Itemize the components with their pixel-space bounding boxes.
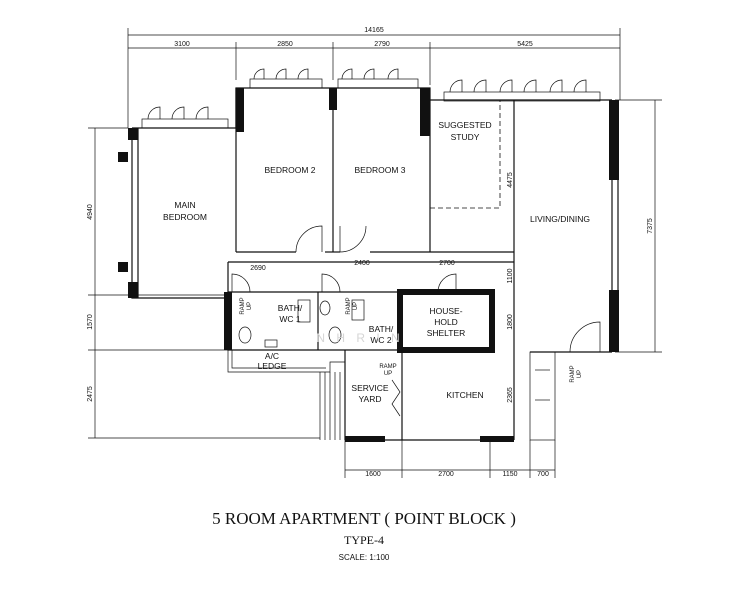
plan-title: 5 ROOM APARTMENT ( POINT BLOCK ): [212, 509, 516, 528]
ramp-label-bath1-b: UP: [247, 302, 253, 310]
dim-2365: 2365: [507, 387, 514, 403]
ramp-label-bath2-b: UP: [353, 302, 359, 310]
label-bath-1-b: WC 1: [279, 314, 301, 324]
ramp-label-bath1-a: RAMP: [240, 297, 246, 314]
left-dimension-chain: 4940 1570 2475: [87, 127, 320, 439]
columns: [118, 88, 619, 442]
plan-scale: SCALE: 1:100: [339, 553, 390, 562]
label-shelter-3: SHELTER: [427, 328, 466, 338]
ramp-label-yard-b: UP: [384, 371, 392, 377]
label-ac-ledge-2: LEDGE: [258, 361, 287, 371]
dim-overall-top: 14165: [364, 27, 384, 34]
inner-dimensions: 2690 2400 2700 1100 1800 2365 4475: [250, 172, 514, 403]
label-bath-1-a: BATH/: [278, 303, 303, 313]
watermark: N H R I N: [316, 331, 403, 345]
label-bedroom-3: BEDROOM 3: [354, 165, 405, 175]
doors: [231, 225, 601, 417]
label-service-yard-1: SERVICE: [351, 383, 388, 393]
right-dimension-chain: 7375: [615, 99, 662, 353]
fixtures: [238, 299, 365, 348]
bottom-dimension-chain: 1600 2700 1150 700: [344, 440, 556, 478]
room-labels: MAIN BEDROOM BEDROOM 2 BEDROOM 3 SUGGEST…: [163, 120, 590, 404]
dim-2690: 2690: [250, 265, 266, 272]
label-living-dining: LIVING/DINING: [530, 214, 590, 224]
label-bath-2-a: BATH/: [369, 324, 394, 334]
label-service-yard-2: YARD: [359, 394, 382, 404]
dim-top-4: 5425: [517, 41, 533, 48]
label-study-2: STUDY: [451, 132, 480, 142]
label-bath-2-b: WC 2: [370, 335, 392, 345]
label-main-bedroom-1: MAIN: [174, 200, 195, 210]
ramp-label-entrance-b: UP: [577, 370, 583, 378]
dim-bottom-1: 1600: [365, 471, 381, 478]
ramp-label-bath2-a: RAMP: [346, 297, 352, 314]
dim-1100: 1100: [507, 268, 514, 283]
dim-left-1: 4940: [87, 204, 94, 220]
dim-bottom-2: 2700: [438, 471, 454, 478]
dim-bottom-4: 700: [537, 471, 549, 478]
dim-top-2: 2850: [277, 41, 293, 48]
dim-1800: 1800: [507, 314, 514, 330]
dim-2400: 2400: [354, 260, 370, 267]
dim-2700-inner: 2700: [439, 260, 455, 267]
label-shelter-1: HOUSE-: [429, 306, 462, 316]
label-main-bedroom-2: BEDROOM: [163, 212, 207, 222]
dim-4475: 4475: [507, 172, 514, 188]
dim-left-3: 2475: [87, 386, 94, 402]
label-study-1: SUGGESTED: [438, 120, 491, 130]
label-bedroom-2: BEDROOM 2: [264, 165, 315, 175]
dim-top-3: 2790: [374, 41, 390, 48]
dim-right-1: 7375: [647, 218, 654, 234]
label-kitchen: KITCHEN: [446, 390, 483, 400]
ramp-label-yard-a: RAMP: [379, 364, 396, 370]
label-shelter-2: HOLD: [434, 317, 458, 327]
dim-left-2: 1570: [87, 314, 94, 330]
plan-subtitle: TYPE-4: [344, 533, 384, 547]
ramp-label-entrance-a: RAMP: [570, 365, 576, 382]
label-ac-ledge-1: A/C: [265, 351, 279, 361]
top-dimension-chain: 14165 3100 2850 2790 5425: [127, 27, 621, 128]
dim-top-1: 3100: [174, 41, 190, 48]
windows: [141, 68, 601, 129]
dim-bottom-3: 1150: [502, 471, 517, 478]
